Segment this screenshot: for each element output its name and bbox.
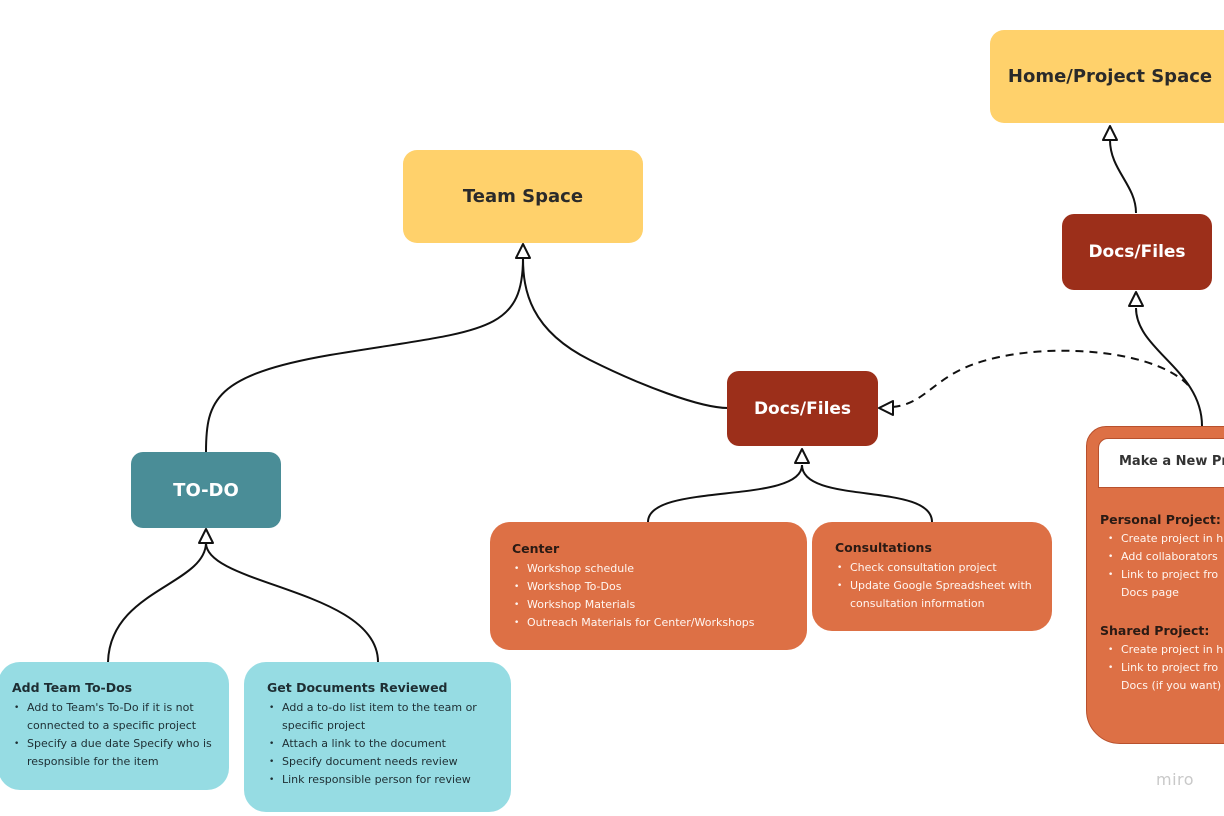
- arrowhead-docs-center: [794, 448, 810, 464]
- arrowhead-docs-center-side: [878, 400, 894, 416]
- add-team-todos-card[interactable]: Add Team To-Dos Add to Team's To-Do if i…: [0, 662, 229, 790]
- list-item: Update Google Spreadsheet with consultat…: [837, 577, 1042, 613]
- consultations-title: Consultations: [835, 540, 932, 555]
- docs-files-right-label: Docs/Files: [1088, 242, 1186, 262]
- home-project-space-label: Home/Project Space: [1007, 66, 1213, 87]
- list-item: Add a to-do list item to the team or spe…: [269, 699, 497, 735]
- list-item: Link to project fro: [1108, 659, 1224, 677]
- list-item: Link responsible person for review: [269, 771, 497, 789]
- list-item: Workshop schedule: [514, 560, 797, 578]
- get-documents-reviewed-title: Get Documents Reviewed: [267, 680, 448, 695]
- connector-todo-to-team-space: [205, 257, 524, 453]
- list-item: Link to project fro: [1108, 566, 1224, 584]
- connector-docs-to-team-space: [522, 257, 729, 409]
- team-space-label: Team Space: [462, 186, 584, 207]
- list-item-continuation: Docs page: [1121, 586, 1179, 599]
- shared-project-title: Shared Project:: [1100, 623, 1210, 638]
- list-item: Check consultation project: [837, 559, 1042, 577]
- connector-docs-to-home: [1109, 139, 1137, 214]
- list-item: Add to Team's To-Do if it is not connect…: [14, 699, 217, 735]
- shared-project-section: Shared Project: Create project in h Link…: [1100, 623, 1224, 695]
- list-item-continuation: Docs (if you want): [1121, 679, 1222, 692]
- add-team-todos-title: Add Team To-Dos: [12, 680, 133, 695]
- arrowhead-todo: [198, 528, 214, 544]
- todo-node[interactable]: TO-DO: [131, 452, 281, 528]
- arrowhead-docs-right: [1128, 291, 1144, 307]
- miro-watermark: miro: [1156, 770, 1195, 789]
- get-documents-reviewed-card[interactable]: Get Documents Reviewed Add a to-do list …: [244, 662, 511, 812]
- list-item: Workshop To-Dos: [514, 578, 797, 596]
- list-item: Add collaborators: [1108, 548, 1224, 566]
- arrowhead-home: [1102, 125, 1118, 141]
- personal-project-section: Personal Project: Create project in h Ad…: [1100, 512, 1224, 602]
- docs-files-center-node[interactable]: Docs/Files: [727, 371, 878, 446]
- list-item: Create project in h: [1108, 530, 1224, 548]
- list-item: Attach a link to the document: [269, 735, 497, 753]
- todo-label: TO-DO: [173, 479, 239, 501]
- list-item: Specify document needs review: [269, 753, 497, 771]
- docs-files-right-node[interactable]: Docs/Files: [1062, 214, 1212, 290]
- list-item: Specify a due date Specify who is respon…: [14, 735, 217, 771]
- arrowhead-team-space: [515, 243, 531, 259]
- consultations-card[interactable]: Consultations Check consultation project…: [812, 522, 1052, 631]
- home-project-space-node[interactable]: Home/Project Space: [990, 30, 1224, 123]
- connector-getdocs-to-todo: [205, 542, 379, 663]
- center-card[interactable]: Center Workshop schedule Workshop To-Dos…: [490, 522, 807, 650]
- make-new-project-tab: Make a New Pr: [1098, 438, 1224, 488]
- center-title: Center: [512, 541, 560, 556]
- connector-project-to-docs-right: [1135, 307, 1203, 427]
- connector-addtodos-to-todo: [107, 542, 207, 663]
- make-new-project-label: Make a New Pr: [1119, 454, 1224, 469]
- list-item: Create project in h: [1108, 641, 1224, 659]
- list-item: Outreach Materials for Center/Workshops: [514, 614, 797, 632]
- list-item: Workshop Materials: [514, 596, 797, 614]
- connector-center-to-docs: [647, 464, 803, 523]
- connector-project-to-docs-center-dashed: [891, 349, 1189, 408]
- personal-project-title: Personal Project:: [1100, 512, 1221, 527]
- team-space-node[interactable]: Team Space: [403, 150, 643, 243]
- connector-consult-to-docs: [801, 464, 933, 523]
- docs-files-center-label: Docs/Files: [753, 398, 852, 419]
